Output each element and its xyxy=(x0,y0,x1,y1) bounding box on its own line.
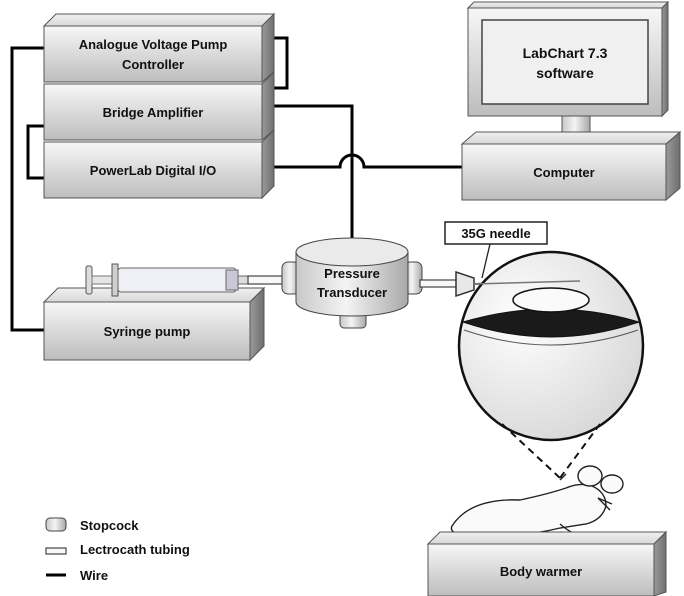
legend-tubing-label: Lectrocath tubing xyxy=(80,542,190,557)
syringe xyxy=(85,263,249,297)
wire-bridge-powerlab xyxy=(26,124,44,180)
pump-controller-label-2: Controller xyxy=(122,57,184,72)
powerlab-box: PowerLab Digital I/O xyxy=(43,128,275,200)
wire-controller-bridge xyxy=(264,36,289,90)
bridge-amplifier-label: Bridge Amplifier xyxy=(103,105,204,120)
pump-controller-label-1: Analogue Voltage Pump xyxy=(79,37,228,52)
body-warmer-box: Body warmer xyxy=(426,530,668,596)
wire-bridge-transducer xyxy=(264,104,354,248)
legend-wire: Wire xyxy=(46,568,108,583)
wire-powerlab-computer xyxy=(264,153,462,169)
legend-tubing: Lectrocath tubing xyxy=(45,542,190,557)
monitor-label-2: software xyxy=(536,65,594,81)
needle-label: 35G needle xyxy=(461,226,530,241)
transducer-label-1: Pressure xyxy=(324,266,380,281)
syringe-pump-label: Syringe pump xyxy=(104,324,191,339)
wires xyxy=(10,36,462,332)
tubing-syringe-transducer xyxy=(247,275,283,285)
monitor-label-1: LabChart 7.3 xyxy=(523,45,608,61)
legend: Stopcock Lectrocath tubing Wire xyxy=(45,517,190,583)
legend-stopcock: Stopcock xyxy=(45,517,139,533)
needle-callout: 35G needle xyxy=(444,221,548,279)
computer-monitor: LabChart 7.3 software xyxy=(466,0,670,135)
legend-wire-label: Wire xyxy=(80,568,108,583)
computer-box: Computer xyxy=(460,130,682,202)
syringe-pump-box: Syringe pump xyxy=(42,286,266,362)
bridge-amplifier-box: Bridge Amplifier xyxy=(43,70,275,142)
transducer-label-2: Transducer xyxy=(317,285,387,300)
body-warmer-label: Body warmer xyxy=(500,564,582,579)
legend-stopcock-label: Stopcock xyxy=(80,518,139,533)
wire-controller-syringe xyxy=(10,46,44,332)
pump-controller-box: Analogue Voltage Pump Controller xyxy=(42,12,276,84)
projection-lines xyxy=(501,423,601,479)
computer-label: Computer xyxy=(533,165,594,180)
powerlab-label: PowerLab Digital I/O xyxy=(90,163,216,178)
eye-illustration xyxy=(457,250,645,442)
pressure-transducer: Pressure Transducer xyxy=(281,237,423,329)
